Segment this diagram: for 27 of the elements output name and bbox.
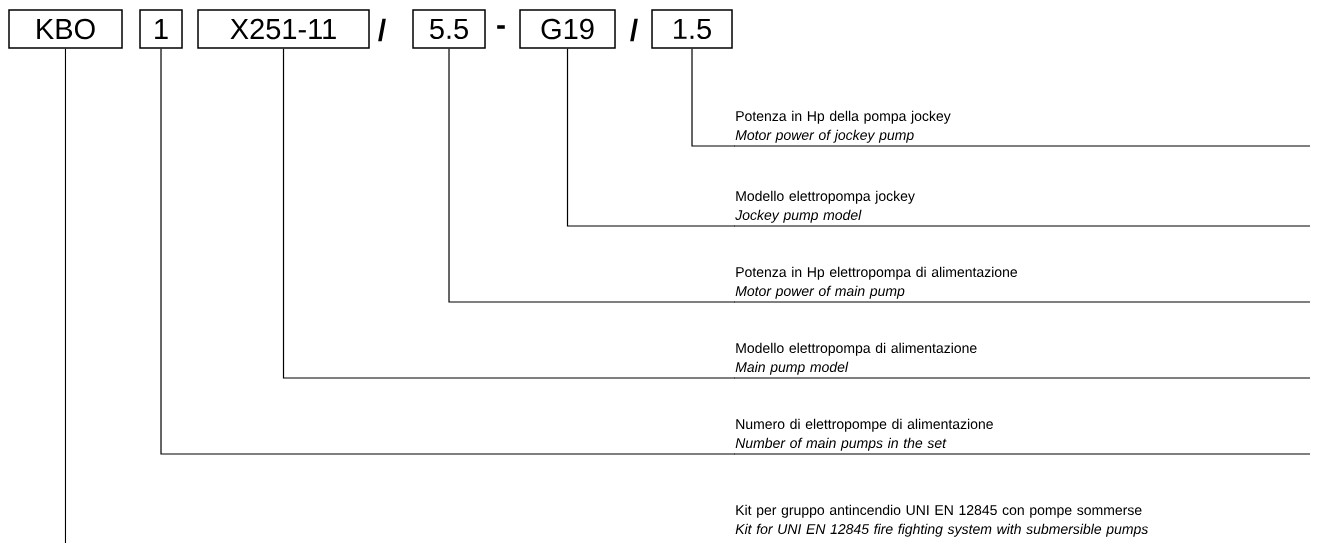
description-text: Kit per gruppo antincendio UNI EN 12845 con pompe sommerse bbox=[736, 504, 1142, 518]
code-box: G19 bbox=[519, 9, 616, 49]
translation-text: Motor power of jockey pump bbox=[735, 129, 914, 143]
translation-text: Main pump model bbox=[735, 361, 849, 375]
description-text: Potenza in Hp elettropompa di alimentazione bbox=[736, 266, 1018, 280]
code-box: 1.5 bbox=[651, 9, 733, 49]
code-box: 1 bbox=[139, 9, 183, 49]
leader-line bbox=[691, 48, 736, 147]
description-text: Modello elettropompa jockey bbox=[736, 190, 915, 204]
leader-line bbox=[566, 48, 736, 227]
separator-sign: - bbox=[497, 25, 505, 29]
description-text: Modello elettropompa di alimentazione bbox=[736, 342, 977, 356]
leader-line bbox=[64, 48, 67, 544]
leader-line bbox=[160, 48, 736, 455]
translation-text: Kit for UNI EN 12845 fire fighting system with submersible pumps bbox=[735, 523, 1148, 537]
code-box: X251-11 bbox=[197, 9, 370, 49]
description-text: Potenza in Hp della pompa jockey bbox=[736, 110, 951, 124]
code-box: KBO bbox=[8, 9, 123, 49]
description-text: Numero di elettropompe di alimentazione bbox=[736, 418, 993, 432]
separator-sign: / bbox=[378, 18, 386, 42]
leader-line bbox=[448, 48, 736, 303]
code-box: 5.5 bbox=[412, 9, 486, 49]
separator-sign: / bbox=[630, 18, 638, 42]
leader-line bbox=[282, 48, 736, 379]
translation-text: Jockey pump model bbox=[735, 209, 862, 223]
translation-text: Motor power of main pump bbox=[735, 285, 905, 299]
translation-text: Number of main pumps in the set bbox=[735, 437, 947, 451]
